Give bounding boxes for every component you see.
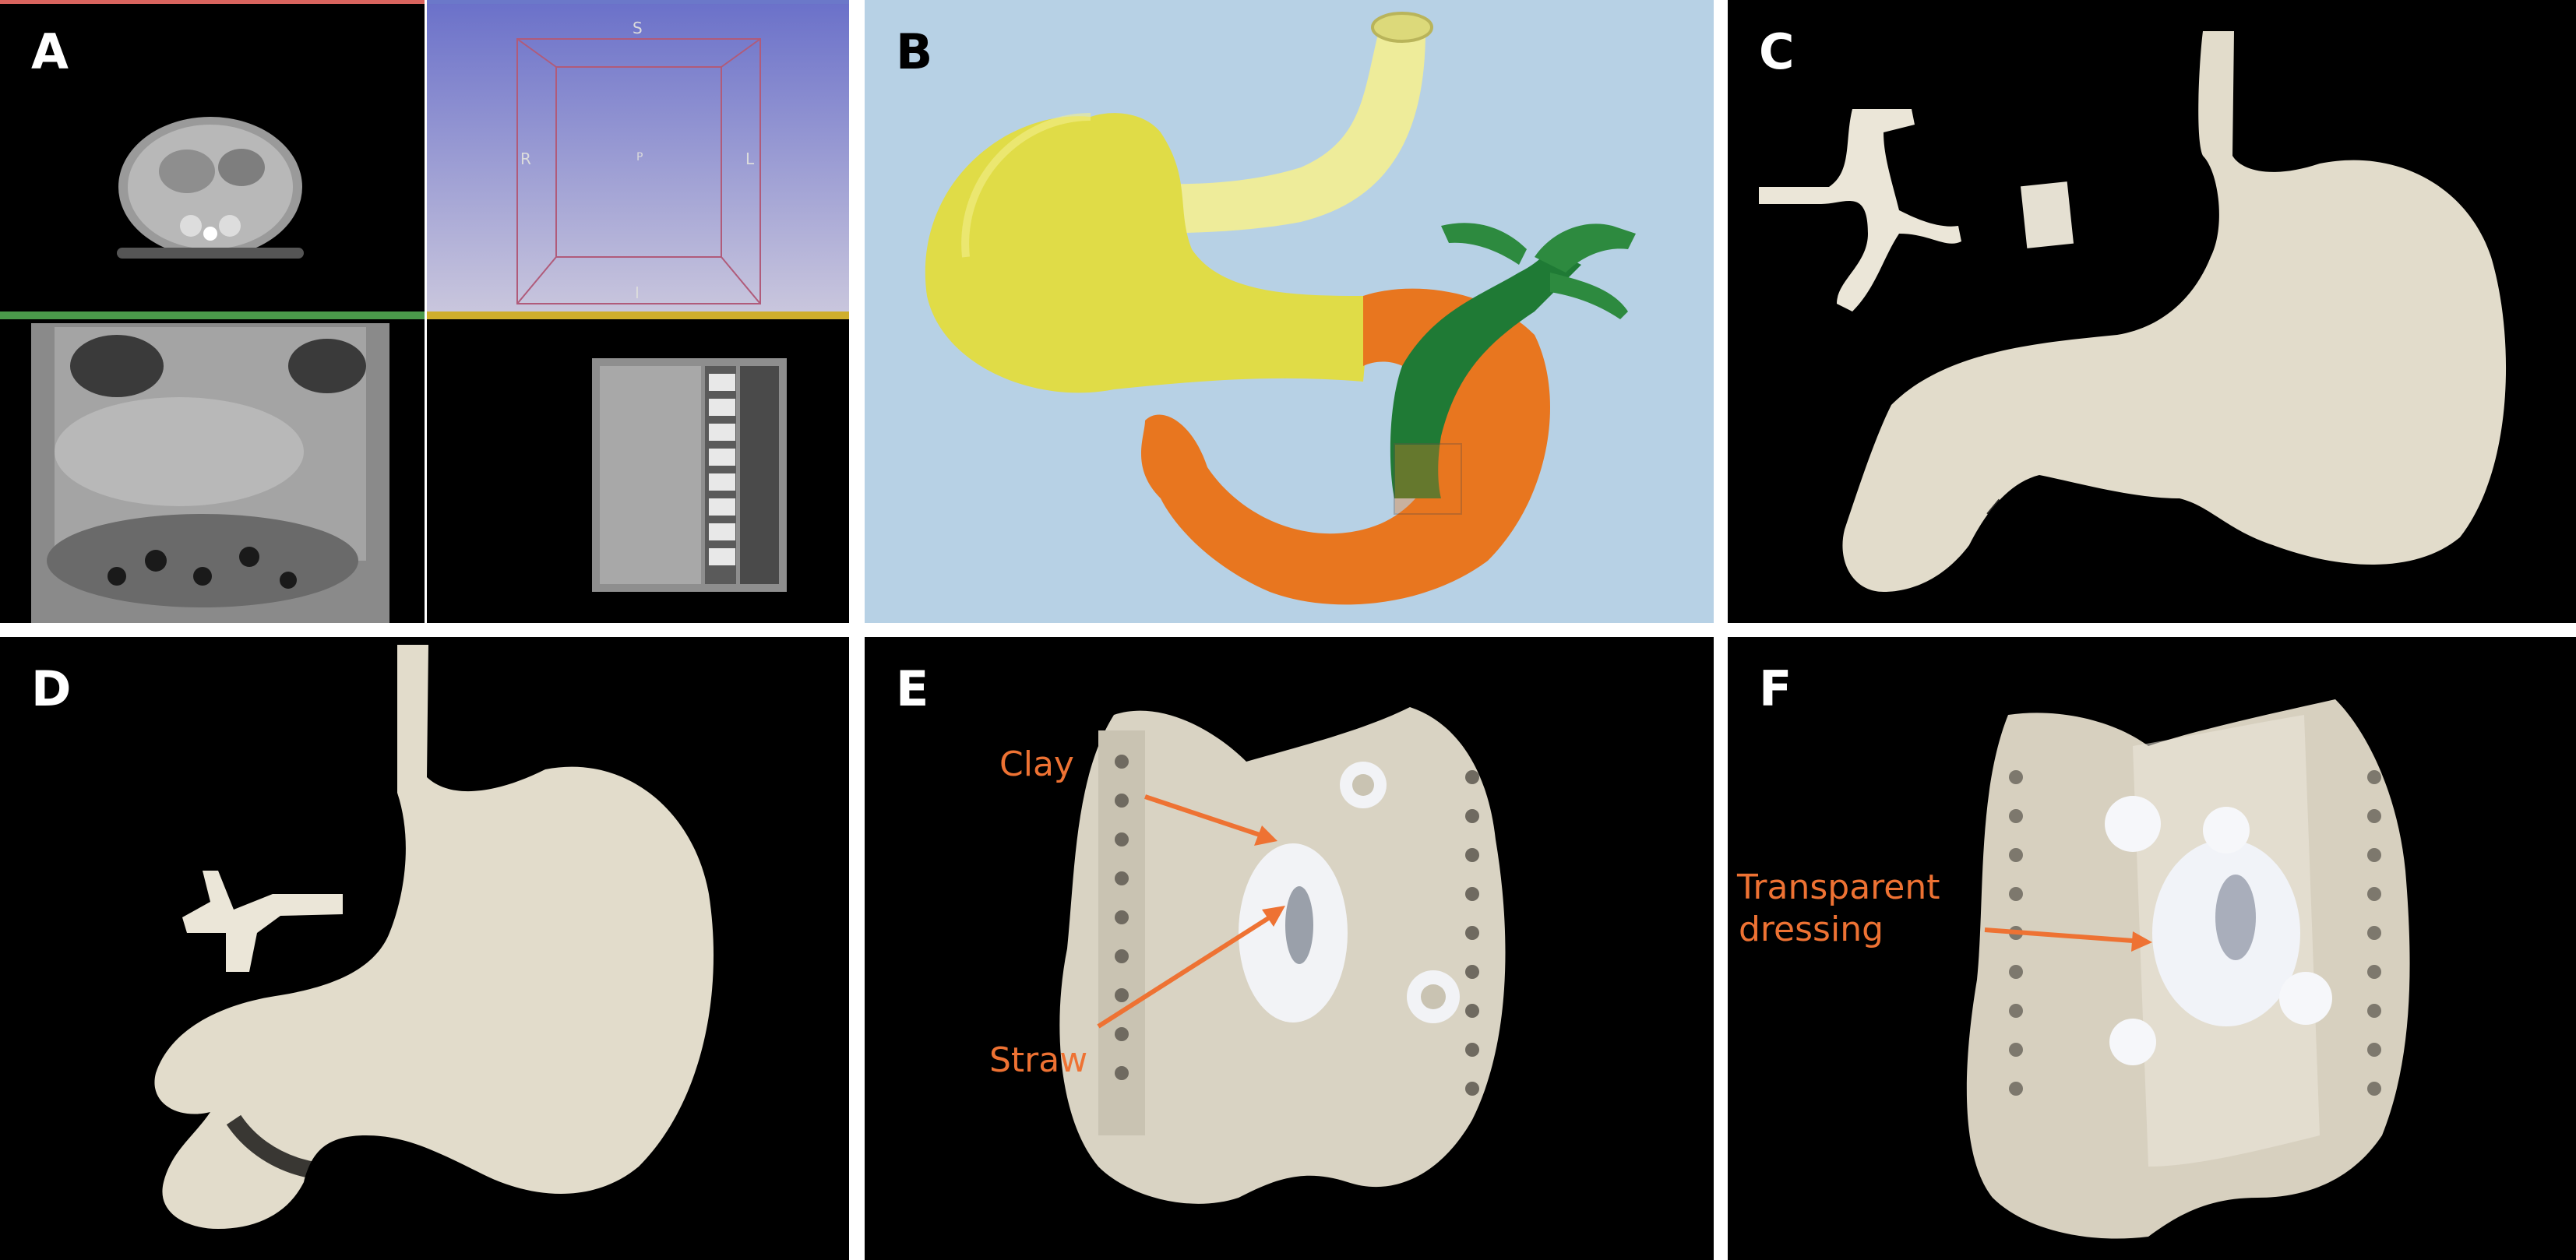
panel-e: E Clay Straw bbox=[865, 637, 1714, 1260]
axis-label-right: R bbox=[520, 150, 531, 168]
3d-view bbox=[427, 0, 849, 311]
panel-f-label: F bbox=[1759, 660, 1792, 717]
panel-a-label: A bbox=[31, 23, 69, 80]
ct-viewer bbox=[0, 0, 849, 623]
esophagus bbox=[1098, 31, 1425, 234]
stomach-part bbox=[154, 645, 714, 1229]
axis-label-superior: S bbox=[633, 19, 643, 37]
arrow-icon bbox=[1097, 915, 1271, 1029]
cap bbox=[2109, 1019, 2156, 1065]
square-part bbox=[2020, 181, 2074, 248]
panel-b: B bbox=[865, 0, 1714, 623]
stomach-part bbox=[1842, 31, 2507, 592]
arrow-icon bbox=[1144, 794, 1263, 838]
panel-b-label: B bbox=[896, 23, 933, 80]
clay-straw-model bbox=[1059, 707, 1506, 1204]
vessel-part bbox=[182, 871, 343, 972]
panel-c: C bbox=[1728, 0, 2576, 623]
straw-label: Straw bbox=[989, 1040, 1088, 1080]
axis-label-inferior: I bbox=[635, 283, 640, 302]
dressing-label-line2: dressing bbox=[1739, 910, 1884, 949]
cap bbox=[2279, 972, 2332, 1025]
panel-f: F Transparent dressing bbox=[1728, 637, 2576, 1260]
panel-d: D bbox=[0, 637, 849, 1260]
dressing-label-line1: Transparent bbox=[1737, 868, 1940, 907]
dressing-model bbox=[1966, 699, 2410, 1239]
stomach-3d-model bbox=[925, 12, 1636, 605]
arrow-icon bbox=[1984, 927, 2134, 943]
assembled-model bbox=[154, 645, 714, 1229]
stomach bbox=[925, 113, 1371, 393]
clay-label: Clay bbox=[999, 744, 1074, 784]
panel-c-label: C bbox=[1759, 23, 1795, 80]
panel-d-label: D bbox=[31, 660, 72, 717]
panel-e-label: E bbox=[896, 660, 929, 717]
printed-parts bbox=[1759, 31, 2507, 592]
panel-a: A S R P L I bbox=[0, 0, 849, 623]
cap bbox=[2203, 807, 2250, 853]
axis-label-posterior: P bbox=[636, 151, 643, 164]
cap bbox=[2105, 796, 2161, 852]
axis-label-left: L bbox=[745, 150, 755, 168]
vessel bbox=[1390, 249, 1581, 498]
vessel-part bbox=[1759, 109, 1961, 311]
